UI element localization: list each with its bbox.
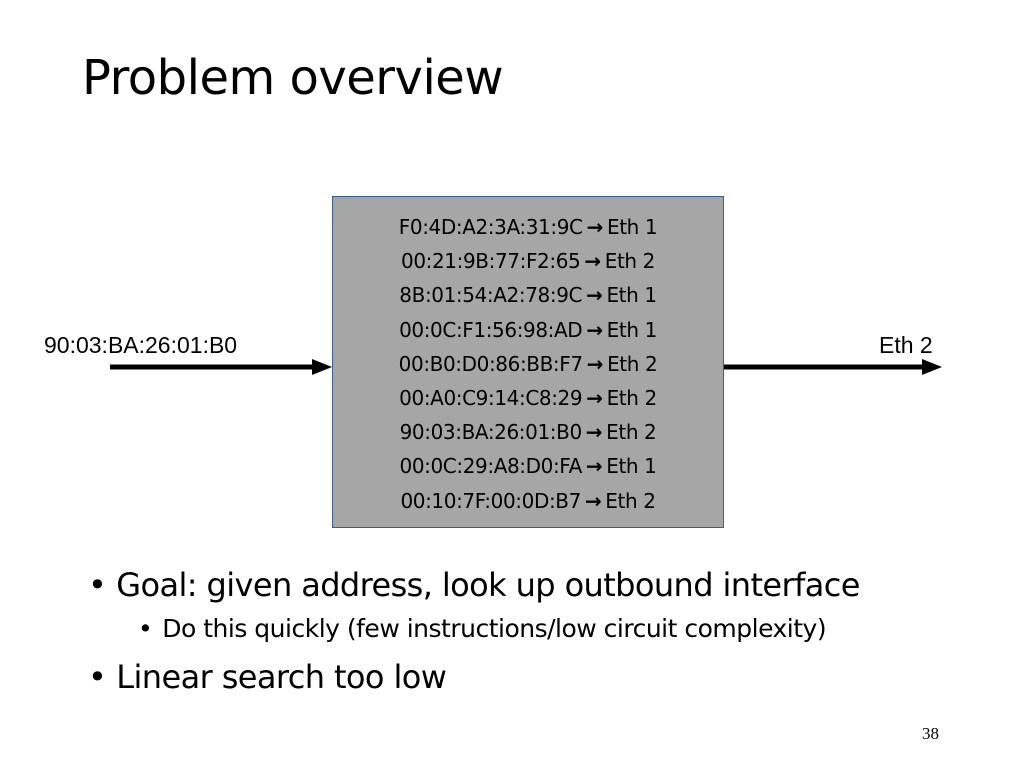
right-arrow-icon: → xyxy=(585,420,603,445)
output-arrow xyxy=(724,359,942,375)
right-arrow-icon: → xyxy=(584,488,602,513)
right-arrow-icon: → xyxy=(584,249,601,274)
right-arrow-icon: → xyxy=(586,283,603,308)
input-address-label: 90:03:BA:26:01:B0 xyxy=(44,332,238,358)
table-entry: 90:03:BA:26:01:B0→Eth 2 xyxy=(333,415,723,449)
table-entry-mac: F0:4D:A2:3A:31:9C xyxy=(398,215,583,239)
sub-bullet-quickly: • Do this quickly (few instructions/low c… xyxy=(138,612,827,646)
table-entry-mac: 00:A0:C9:14:C8:29 xyxy=(399,385,583,410)
right-arrow-icon: → xyxy=(586,215,604,239)
table-entry: 00:0C:F1:56:98:AD→Eth 1 xyxy=(333,313,723,347)
table-entry-port: Eth 1 xyxy=(606,454,657,479)
table-entry-mac: 00:0C:29:A8:D0:FA xyxy=(399,454,583,479)
table-entry-port: Eth 1 xyxy=(606,283,657,308)
bullet-goal: •Goal: given address, look up outbound i… xyxy=(88,564,860,606)
table-entry-mac: 00:10:7F:00:0D:B7 xyxy=(400,488,581,513)
page-number: 38 xyxy=(922,724,939,743)
sub-bullet-quickly-text: Do this quickly (few instructions/low ci… xyxy=(162,614,827,643)
bullet-dot: • xyxy=(138,614,153,643)
table-entry-mac: 00:B0:D0:86:BB:F7 xyxy=(398,351,583,376)
table-entry-port: Eth 2 xyxy=(605,488,656,513)
bullet-dot: • xyxy=(88,658,107,696)
table-entry-mac: 8B:01:54:A2:78:9C xyxy=(399,283,583,308)
right-arrow-icon: → xyxy=(586,385,603,410)
table-entry: 00:0C:29:A8:D0:FA→Eth 1 xyxy=(333,449,723,483)
table-entry-mac: 90:03:BA:26:01:B0 xyxy=(399,420,583,445)
bullet-linear-search: •Linear search too low xyxy=(88,656,447,698)
table-entry-mac: 00:21:9B:77:F2:65 xyxy=(401,249,581,274)
output-interface-label: Eth 2 xyxy=(879,332,933,358)
table-entry-port: Eth 2 xyxy=(607,351,658,376)
bullet-goal-text: Goal: given address, look up outbound in… xyxy=(116,566,860,604)
table-entry-port: Eth 2 xyxy=(604,249,656,274)
table-entry-port: Eth 2 xyxy=(606,385,658,410)
input-arrow xyxy=(110,359,332,375)
table-entry: 00:B0:D0:86:BB:F7→Eth 2 xyxy=(333,347,723,381)
table-entry: 00:A0:C9:14:C8:29→Eth 2 xyxy=(333,381,723,415)
right-arrow-icon: → xyxy=(585,454,603,479)
table-entry-port: Eth 2 xyxy=(606,420,657,445)
table-entry: 8B:01:54:A2:78:9C→Eth 1 xyxy=(333,278,723,312)
table-entry: 00:21:9B:77:F2:65→Eth 2 xyxy=(333,244,723,278)
table-entry: 00:10:7F:00:0D:B7→Eth 2 xyxy=(333,484,723,518)
table-entry-port: Eth 1 xyxy=(606,215,658,239)
table-entry: F0:4D:A2:3A:31:9C→Eth 1 xyxy=(333,210,723,244)
right-arrow-icon: → xyxy=(586,351,604,376)
right-arrow-icon: → xyxy=(586,317,603,342)
slide-title: Problem overview xyxy=(82,50,504,106)
bullet-linear-search-text: Linear search too low xyxy=(116,658,447,696)
bullet-dot: • xyxy=(88,566,107,604)
table-entry-port: Eth 1 xyxy=(606,317,658,342)
table-entry-mac: 00:0C:F1:56:98:AD xyxy=(399,317,583,342)
